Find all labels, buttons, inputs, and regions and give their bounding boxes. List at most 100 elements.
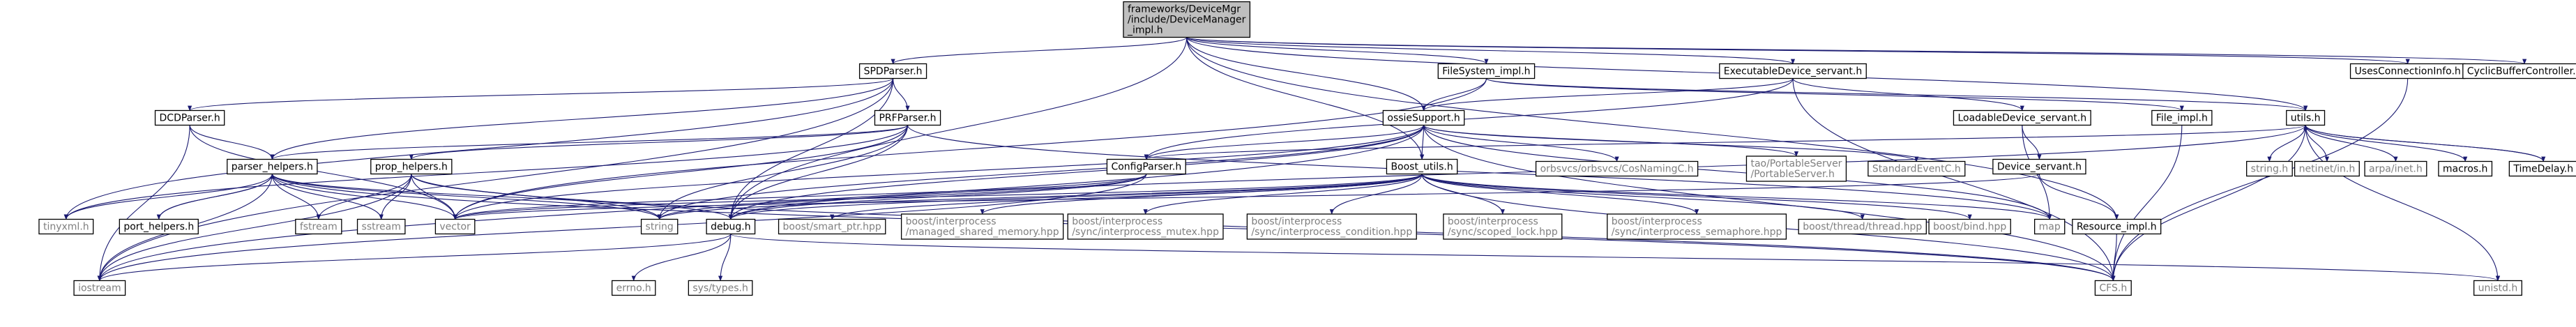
- edge-dcdparser-to-parser-helpers: [189, 125, 275, 160]
- edge-debug-to-errno: [631, 234, 732, 282]
- node-box: [1607, 213, 1787, 240]
- edge-root-to-filesystem-impl: [1186, 37, 1489, 65]
- edge-utils-to-macros: [2305, 125, 2468, 162]
- node-managed-shm[interactable]: boost/interprocess/managed_shared_memory…: [900, 213, 1064, 240]
- node-boost-utils[interactable]: Boost_utils.h: [1386, 158, 1458, 175]
- node-prfparser[interactable]: PRFParser.h: [874, 109, 941, 126]
- node-sstream[interactable]: sstream: [356, 218, 406, 235]
- node-vector[interactable]: vector: [434, 218, 476, 235]
- node-timedelay[interactable]: TimeDelay.h: [2508, 160, 2576, 177]
- node-scoped-lock[interactable]: boost/interprocess/sync/scoped_lock.hpp: [1443, 213, 1563, 240]
- node-label: Boost_utils.h: [1391, 162, 1453, 173]
- node-label: errno.h: [616, 283, 651, 294]
- node-netinet[interactable]: netinet/in.h: [2294, 160, 2360, 177]
- edge-prfparser-to-tinyxml: [63, 125, 909, 220]
- node-bind[interactable]: boost/bind.hpp: [1928, 218, 2011, 235]
- node-string[interactable]: string: [640, 218, 679, 235]
- node-label: fstream: [300, 222, 338, 233]
- node-label: CFS.h: [2099, 283, 2127, 294]
- node-box: [1719, 63, 1867, 79]
- node-box: [2246, 160, 2293, 177]
- node-parser-helpers[interactable]: parser_helpers.h: [227, 158, 318, 175]
- node-dcdparser[interactable]: DCDParser.h: [154, 109, 225, 126]
- edge-utils-to-unistd: [2305, 125, 2501, 282]
- node-label: vector: [439, 222, 471, 233]
- edge-utils-to-cfs: [2111, 125, 2306, 282]
- node-label: /sync/interprocess_condition.hpp: [1251, 227, 1412, 238]
- node-string-h[interactable]: string.h: [2246, 160, 2293, 177]
- edge-prfparser-to-debug: [728, 125, 909, 220]
- node-standardevent[interactable]: StandardEventC.h: [1867, 160, 1966, 177]
- node-arpa[interactable]: arpa/inet.h: [2364, 160, 2427, 177]
- node-label: utils.h: [2291, 113, 2321, 124]
- edge-utils-to-string-h: [2267, 125, 2306, 162]
- node-cfs[interactable]: CFS.h: [2094, 280, 2132, 296]
- edge-root-to-debug: [728, 37, 1188, 220]
- node-label: DCDParser.h: [160, 113, 220, 124]
- node-label: TimeDelay.h: [2513, 164, 2573, 175]
- node-filesystem-impl[interactable]: FileSystem_impl.h: [1437, 63, 1536, 79]
- node-usesconn[interactable]: UsesConnectionInfo.h: [2349, 63, 2466, 79]
- edge-debug-to-iostream: [97, 234, 732, 282]
- node-box: [73, 280, 126, 296]
- edge-boost-utils-to-map: [1421, 174, 2052, 220]
- node-label: boost/thread/thread.hpp: [1803, 222, 1922, 233]
- node-spdparser[interactable]: SPDParser.h: [858, 63, 927, 79]
- node-label: boost/interprocess: [1612, 216, 1702, 227]
- node-box: [154, 109, 225, 126]
- node-label: _impl.h: [1127, 25, 1163, 36]
- node-macros[interactable]: macros.h: [2438, 160, 2493, 177]
- node-executable-servant[interactable]: ExecutableDevice_servant.h: [1719, 63, 1867, 79]
- node-utils[interactable]: utils.h: [2286, 109, 2326, 126]
- edge-prfparser-to-parser-helpers: [270, 125, 909, 160]
- node-iostream[interactable]: iostream: [73, 280, 126, 296]
- edge-prfparser-to-prop-helpers: [409, 125, 909, 160]
- node-ipc-mutex[interactable]: boost/interprocess/sync/interprocess_mut…: [1067, 213, 1224, 240]
- edge-prfparser-to-string: [657, 125, 909, 220]
- node-prop-helpers[interactable]: prop_helpers.h: [370, 158, 453, 175]
- node-ossiesupport[interactable]: ossieSupport.h: [1382, 109, 1465, 126]
- node-box: [2508, 160, 2576, 177]
- node-fstream[interactable]: fstream: [295, 218, 342, 235]
- node-ipc-semaphore[interactable]: boost/interprocess/sync/interprocess_sem…: [1607, 213, 1787, 240]
- node-port-helpers[interactable]: port_helpers.h: [119, 218, 199, 235]
- node-label: parser_helpers.h: [232, 162, 313, 173]
- node-systypes[interactable]: sys/types.h: [688, 280, 753, 296]
- node-errno[interactable]: errno.h: [611, 280, 656, 296]
- node-label: tinyxml.h: [43, 222, 89, 233]
- node-label: StandardEventC.h: [1872, 164, 1961, 175]
- node-portableserver[interactable]: tao/PortableServer/PortableServer.h: [1745, 155, 1847, 182]
- node-label: PRFParser.h: [879, 113, 936, 124]
- node-file-impl[interactable]: File_impl.h: [2151, 109, 2213, 126]
- edge-boost-utils-to-bind: [1421, 174, 1972, 220]
- node-label: string: [646, 222, 674, 233]
- node-root[interactable]: frameworks/DeviceMgr/include/DeviceManag…: [1123, 1, 1251, 38]
- edge-filesystem-impl-to-ossiesupport: [1421, 78, 1487, 112]
- edge-boost-utils-to-debug: [728, 174, 1423, 220]
- node-box: [1386, 158, 1458, 175]
- node-box: [2294, 160, 2360, 177]
- node-device-servant[interactable]: Device_servant.h: [1992, 158, 2086, 175]
- graph-nodes: frameworks/DeviceMgr/include/DeviceManag…: [38, 1, 2576, 296]
- node-tinyxml[interactable]: tinyxml.h: [38, 218, 94, 235]
- node-smart-ptr[interactable]: boost/smart_ptr.hpp: [778, 218, 886, 235]
- edge-file-impl-to-cfs: [2111, 125, 2183, 282]
- node-thread[interactable]: boost/thread/thread.hpp: [1798, 218, 1927, 235]
- node-ipc-condition[interactable]: boost/interprocess/sync/interprocess_con…: [1246, 213, 1417, 240]
- node-debug[interactable]: debug.h: [706, 218, 756, 235]
- node-unistd[interactable]: unistd.h: [2473, 280, 2522, 296]
- edge-boost-utils-to-string: [657, 174, 1423, 220]
- node-label: boost/interprocess: [1251, 216, 1342, 227]
- node-box: [1123, 1, 1251, 38]
- node-resource-impl[interactable]: Resource_impl.h: [2072, 218, 2162, 235]
- edge-configparser-to-vector: [453, 174, 1147, 220]
- node-cosnaming[interactable]: orbsvcs/orbsvcs/CosNamingC.h: [1535, 160, 1699, 177]
- edge-debug-to-unistd: [730, 234, 2500, 282]
- node-box: [2438, 160, 2493, 177]
- node-map[interactable]: map: [2033, 218, 2066, 235]
- node-configparser[interactable]: ConfigParser.h: [1106, 158, 1186, 175]
- node-cyclicbuf[interactable]: CyclicBufferController.h: [2462, 63, 2576, 79]
- node-box: [1246, 213, 1417, 240]
- node-loadable-servant[interactable]: LoadableDevice_servant.h: [1953, 109, 2091, 126]
- edge-parser-helpers-to-string: [271, 174, 662, 220]
